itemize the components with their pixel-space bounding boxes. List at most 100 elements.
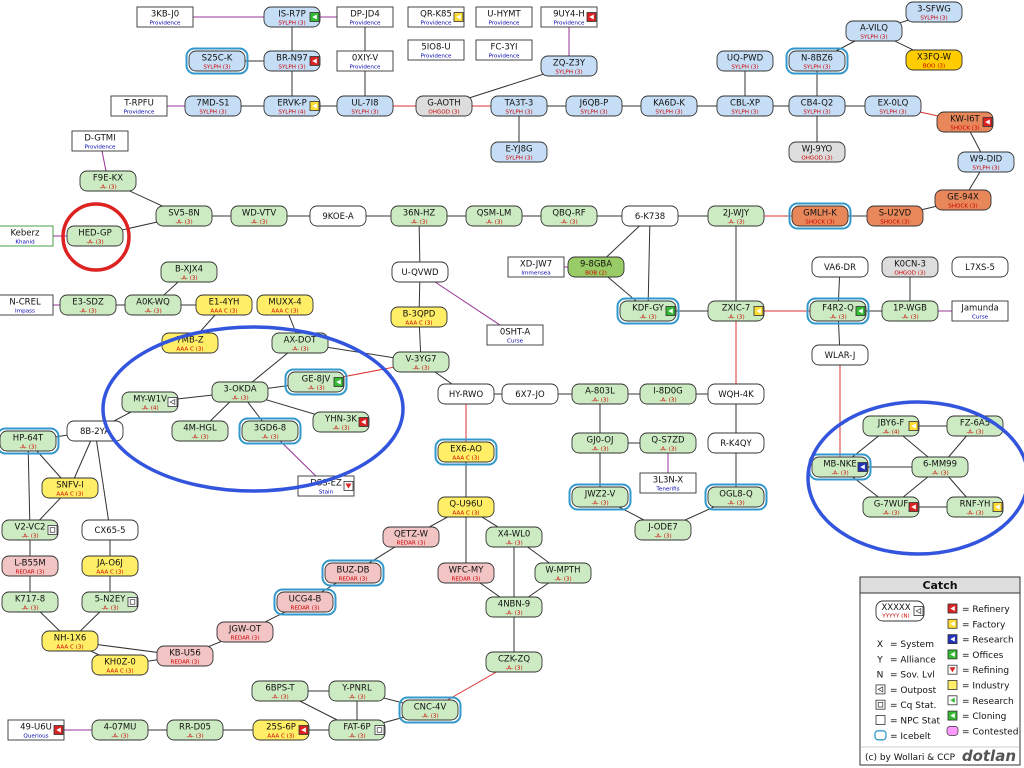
system-node-f4r2-q[interactable]: F4R2-Q-A- (3) (806, 297, 870, 325)
system-node-4m-hgl[interactable]: 4M-HGL-A- (3) (171, 420, 229, 442)
system-node-qbq-rf[interactable]: QBQ-RF-A- (3) (540, 205, 598, 227)
system-node-a-803l[interactable]: A-803L-A- (3) (571, 383, 629, 405)
system-node-3-okda[interactable]: 3-OKDA-A- (3) (211, 381, 269, 403)
system-node-y-pnrl[interactable]: Y-PNRL-A- (3) (328, 680, 386, 702)
system-node-mb-nke[interactable]: MB-NKE-A- (3) (808, 453, 872, 481)
system-node-9koe-a[interactable]: 9KOE-A (309, 205, 367, 227)
system-node-v2-vc2[interactable]: V2-VC2-A- (3) (1, 519, 59, 541)
system-node-1p-wgb[interactable]: 1P-WGB-A- (3) (881, 300, 939, 322)
system-node-va6-dr[interactable]: VA6-DR (811, 256, 869, 278)
system-node-hp-64t[interactable]: HP-64T-A- (3) (0, 427, 60, 455)
system-node-6-k738[interactable]: 6-K738 (621, 205, 679, 227)
system-node-jby6-f[interactable]: JBY6-F-A- (4) (862, 415, 920, 437)
system-node-w-mpth[interactable]: W-MPTH-A- (3) (534, 562, 592, 584)
system-node-wqh-4k[interactable]: WQH-4K (707, 383, 765, 405)
system-node-zxic-7[interactable]: ZXIC-7-A- (3) (707, 300, 765, 322)
system-node-ax-dot[interactable]: AX-DOT-A- (3) (271, 332, 329, 354)
system-node-qsm-lm[interactable]: QSM-LM-A- (3) (465, 205, 523, 227)
system-node-g-7wuf[interactable]: G-7WUF-A- (3) (862, 496, 920, 518)
system-node-fz-6a5[interactable]: FZ-6A5-A- (3) (946, 415, 1004, 437)
system-node-fat-6p[interactable]: FAT-6P-A- (3) (328, 719, 386, 741)
system-node-sv5-8n[interactable]: SV5-8N-A- (3) (155, 205, 213, 227)
system-node-ge-8jv[interactable]: GE-8JV-A- (3) (284, 368, 348, 396)
system-node-f9e-kx[interactable]: F9E-KX-A- (3) (79, 170, 137, 192)
system-node-kdf-gy[interactable]: KDF-GY-A- (3) (616, 297, 680, 325)
system-node-rr-d05[interactable]: RR-D05-A- (3) (166, 719, 224, 741)
system-node-l7xs-5[interactable]: L7XS-5 (951, 256, 1009, 278)
system-node-cx65-5[interactable]: CX65-5 (81, 519, 139, 541)
system-node-36n-hz[interactable]: 36N-HZ-A- (3) (390, 205, 448, 227)
system-node-my-w1v[interactable]: MY-W1V-A- (4) (121, 391, 179, 413)
system-node-x4-wl0[interactable]: X4-WL0-A- (3) (485, 526, 543, 548)
system-node-j-ode7[interactable]: J-ODE7-A- (3) (634, 519, 692, 541)
system-node-u-qvwd[interactable]: U-QVWD (391, 261, 449, 283)
system-node-b-xjx4[interactable]: B-XJX4-A- (3) (160, 261, 218, 283)
system-node-6x7-jo[interactable]: 6X7-JO (501, 383, 559, 405)
system-node-hy-rwo[interactable]: HY-RWO (437, 383, 495, 405)
system-node-i-8d0g[interactable]: I-8D0G-A- (3) (639, 383, 697, 405)
system-node-wd-vtv[interactable]: WD-VTV-A- (3) (230, 205, 288, 227)
system-node-czk-zq[interactable]: CZK-ZQ-A- (3) (485, 651, 543, 673)
system-node-yhn-3k[interactable]: YHN-3K-A- (3) (312, 411, 370, 433)
system-node-ogl8-q[interactable]: OGL8-Q-A- (3) (704, 483, 768, 511)
system-node-r-k4qy[interactable]: R-K4QY (707, 432, 765, 454)
system-node-wlar-j[interactable]: WLAR-J (811, 344, 869, 366)
system-node-e3-sdz[interactable]: E3-SDZ-A- (3) (59, 294, 117, 316)
system-node-cnc-4v[interactable]: CNC-4V-A- (3) (398, 696, 462, 724)
system-node-4-07mu[interactable]: 4-07MU-A- (3) (91, 719, 149, 741)
system-node-2j-wjy[interactable]: 2J-WJY-A- (3) (707, 205, 765, 227)
